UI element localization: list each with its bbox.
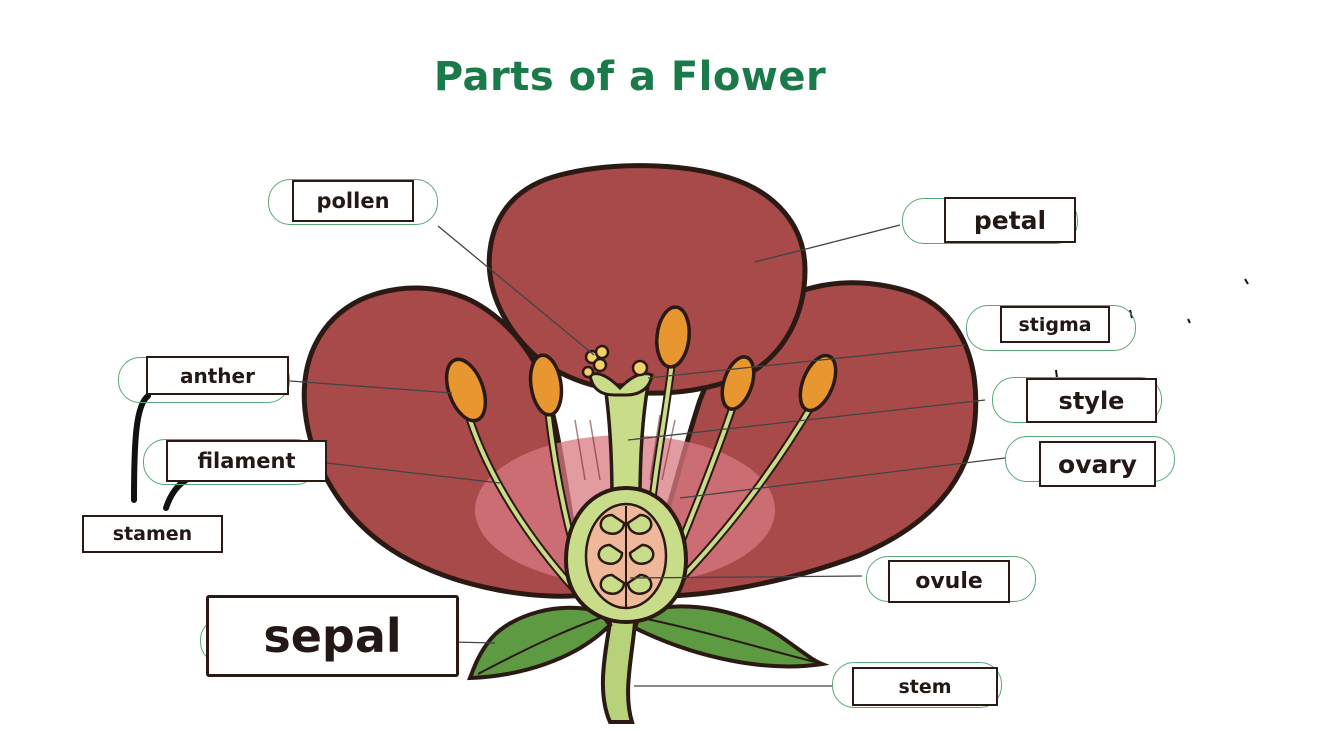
stray-mark [1055,369,1058,379]
label-ovary[interactable]: ovary [1039,441,1156,487]
stray-mark [1244,278,1249,285]
stray-mark [1187,318,1191,324]
label-slot-pollen [268,179,438,225]
leader-lines [289,224,1006,687]
label-sepal[interactable]: sepal [206,595,459,677]
petal-streaks [574,414,676,481]
label-stigma[interactable]: stigma [1000,306,1110,343]
sepal-right-vein [641,617,816,663]
style-shape [602,383,651,502]
label-slot-stem [832,662,1002,708]
label-petal[interactable]: petal [944,197,1076,243]
sepal-left-vein [477,617,601,675]
label-pollen[interactable]: pollen [292,180,414,222]
label-stem[interactable]: stem [852,667,998,706]
label-ovule[interactable]: ovule [888,560,1010,603]
ovules [597,513,655,595]
label-slot-stigma [966,305,1136,351]
label-filament[interactable]: filament [166,440,327,482]
label-style[interactable]: style [1026,378,1157,423]
stigma-shape [588,372,654,397]
handwritten-bracket-mark [131,393,151,503]
pollen-grains [581,344,649,379]
label-stamen[interactable]: stamen [82,515,223,553]
label-anther[interactable]: anther [146,356,289,395]
diagram-title: Parts of a Flower [433,54,827,100]
stem-shape [600,608,639,724]
